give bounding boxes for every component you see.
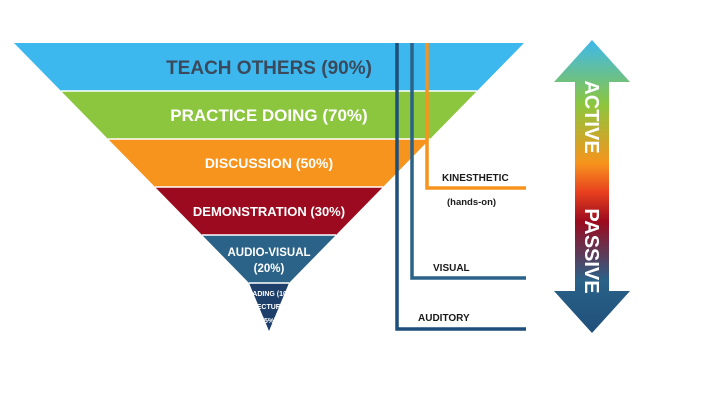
arrow-label-active: ACTIVE	[580, 80, 602, 153]
pyramid-band-reading-lecture	[249, 283, 289, 331]
level-label-audio-visual: AUDIO-VISUAL	[227, 247, 310, 259]
active-passive-arrow	[554, 40, 630, 333]
auditory-bracket	[395, 43, 526, 331]
level-label-demonstration: DEMONSTRATION (30%)	[193, 204, 345, 219]
pyramid-band-discussion	[108, 139, 430, 187]
pyramid-band-practice-doing	[61, 91, 477, 139]
level-label-discussion: DISCUSSION (50%)	[205, 155, 333, 171]
visual-bracket	[410, 43, 526, 280]
level-label-reading: READING (10%)	[243, 291, 296, 298]
kinesthetic-bracket	[425, 43, 526, 190]
arrow-label-passive: PASSIVE	[580, 208, 602, 293]
kinesthetic-label: KINESTHETIC	[442, 173, 509, 184]
pyramid-band-audio-visual	[202, 235, 336, 283]
level-label-teach-others: TEACH OTHERS (90%)	[166, 58, 372, 79]
pyramid-separators	[61, 90, 477, 284]
pyramid-band-demonstration	[155, 187, 383, 235]
level-label-practice-doing: PRACTICE DOING (70%)	[170, 106, 367, 125]
auditory-label: AUDITORY	[418, 313, 470, 324]
level-label-lecture-percent: (5%)	[262, 318, 277, 325]
visual-label: VISUAL	[433, 263, 470, 274]
level-label-audio-visual-percent: (20%)	[254, 263, 285, 275]
level-label-lecture: LECTURE	[252, 304, 285, 311]
kinesthetic-sublabel: (hands-on)	[447, 197, 496, 208]
